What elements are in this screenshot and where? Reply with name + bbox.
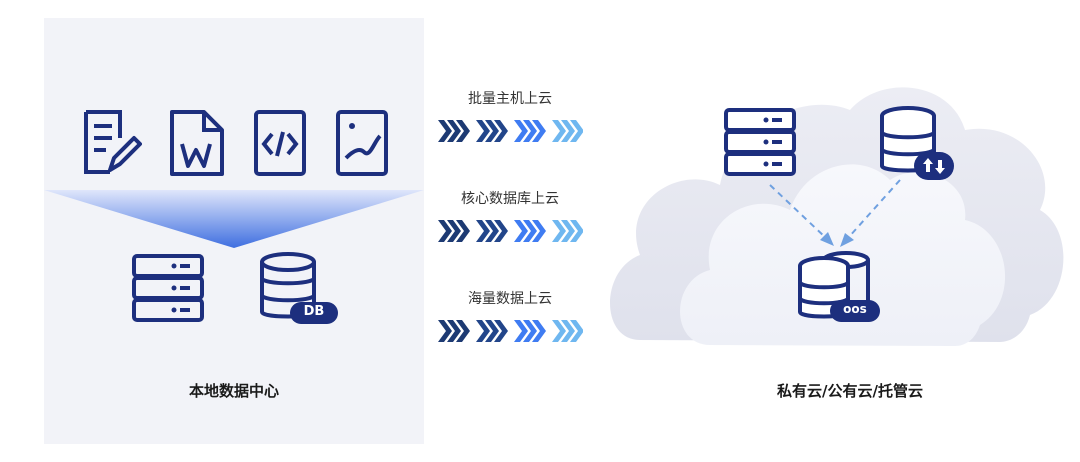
server-icon bbox=[132, 254, 204, 322]
local-datacenter-title: 本地数据中心 bbox=[188, 382, 279, 400]
cloud-server-icon bbox=[724, 108, 796, 176]
document-edit-icon bbox=[84, 110, 142, 174]
database-icon bbox=[260, 252, 338, 324]
oos-badge-label: oos bbox=[843, 302, 867, 316]
word-document-icon bbox=[170, 110, 224, 176]
migration-arrows-3 bbox=[438, 320, 583, 342]
migration-arrows-1 bbox=[438, 120, 583, 142]
migration-arrows-2 bbox=[438, 220, 583, 242]
cloud-database-sync-icon bbox=[880, 106, 954, 180]
flow-label-database: 核心数据库上云 bbox=[461, 191, 559, 207]
funnel-gradient bbox=[44, 190, 424, 248]
cloud-title: 私有云/公有云/托管云 bbox=[777, 382, 923, 400]
flow-label-hosts: 批量主机上云 bbox=[468, 91, 552, 107]
code-file-icon bbox=[254, 110, 306, 176]
flow-label-mass-data: 海量数据上云 bbox=[468, 291, 552, 307]
chart-file-icon bbox=[336, 110, 388, 176]
oos-storage-icon bbox=[798, 251, 880, 322]
db-badge-label: DB bbox=[303, 304, 325, 319]
